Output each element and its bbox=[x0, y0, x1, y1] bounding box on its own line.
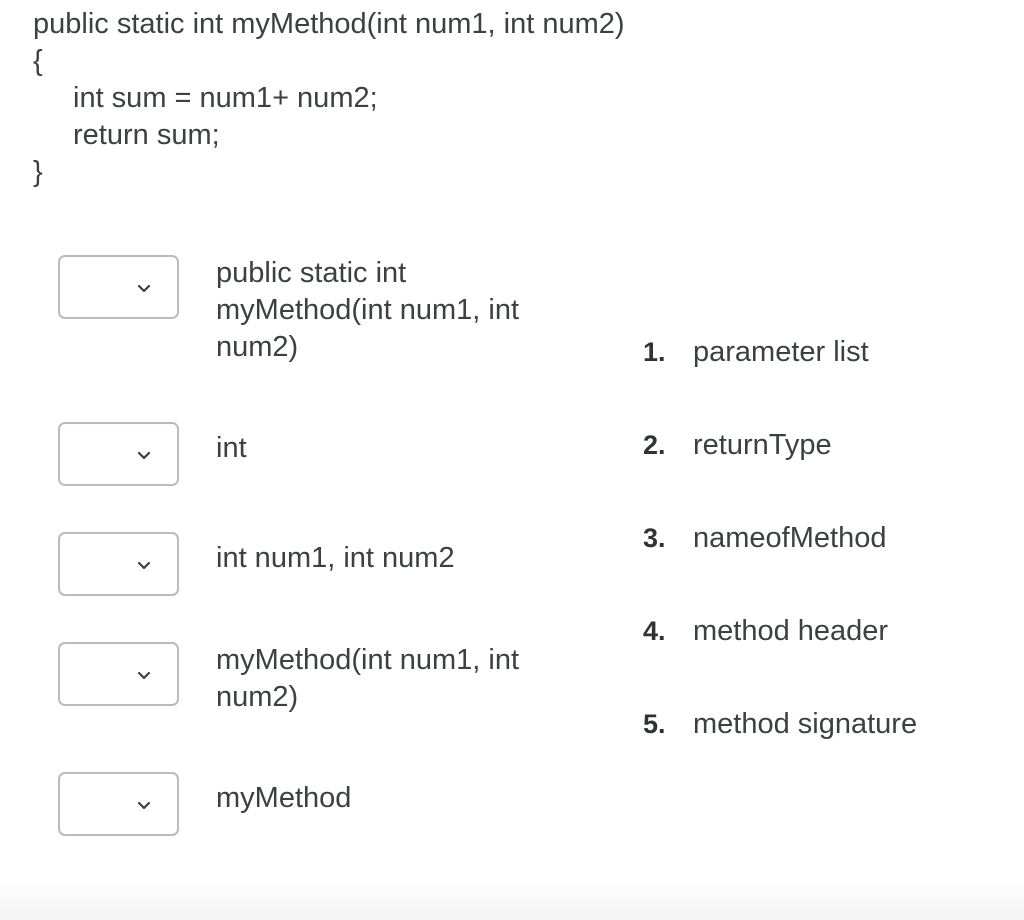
answer-number: 5. bbox=[643, 709, 666, 739]
answer-number: 1. bbox=[643, 337, 666, 367]
code-line: int sum = num1+ num2; bbox=[73, 82, 378, 114]
prompt-text: public static int myMethod(int num1, int… bbox=[216, 255, 596, 366]
prompt-text: myMethod bbox=[216, 780, 596, 817]
answer-item: 2. returnType bbox=[643, 429, 832, 462]
prompt-text: int bbox=[216, 430, 596, 467]
prompt-line: num2) bbox=[216, 331, 299, 363]
code-line: } bbox=[33, 156, 43, 188]
answer-item: 5. method signature bbox=[643, 708, 917, 741]
answer-select[interactable] bbox=[58, 255, 179, 319]
prompt-line: int num1, int num2 bbox=[216, 542, 455, 574]
answer-select[interactable] bbox=[58, 772, 179, 836]
chevron-down-icon bbox=[137, 671, 151, 680]
answer-select[interactable] bbox=[58, 642, 179, 706]
chevron-down-icon bbox=[137, 451, 151, 460]
chevron-down-icon bbox=[137, 801, 151, 810]
prompt-line: int bbox=[216, 432, 247, 464]
answer-item: 1. parameter list bbox=[643, 336, 869, 369]
prompt-text: myMethod(int num1, int num2) bbox=[216, 642, 596, 716]
answer-label: nameofMethod bbox=[693, 522, 887, 554]
prompt-line: myMethod(int num1, int bbox=[216, 294, 520, 326]
answer-item: 4. method header bbox=[643, 615, 888, 648]
answer-item: 3. nameofMethod bbox=[643, 522, 886, 555]
answer-label: method signature bbox=[693, 708, 918, 740]
prompt-line: num2) bbox=[216, 681, 299, 713]
code-line: public static int myMethod(int num1, int… bbox=[33, 8, 625, 40]
answer-number: 3. bbox=[643, 523, 666, 553]
chevron-down-icon bbox=[137, 561, 151, 570]
code-line: return sum; bbox=[73, 119, 220, 151]
prompt-text: int num1, int num2 bbox=[216, 540, 596, 577]
prompt-line: myMethod(int num1, int bbox=[216, 644, 520, 676]
answer-label: parameter list bbox=[693, 336, 869, 368]
code-line: { bbox=[33, 45, 43, 77]
prompt-line: public static int bbox=[216, 257, 407, 289]
prompt-line: myMethod bbox=[216, 782, 352, 814]
answer-number: 2. bbox=[643, 430, 666, 460]
page-bottom-shade bbox=[0, 880, 1024, 920]
answer-select[interactable] bbox=[58, 532, 179, 596]
answer-label: returnType bbox=[693, 429, 832, 461]
answer-label: method header bbox=[693, 615, 889, 647]
answer-select[interactable] bbox=[58, 422, 179, 486]
code-snippet: public static int myMethod(int num1, int… bbox=[33, 6, 625, 191]
answer-number: 4. bbox=[643, 616, 666, 646]
chevron-down-icon bbox=[137, 284, 151, 293]
